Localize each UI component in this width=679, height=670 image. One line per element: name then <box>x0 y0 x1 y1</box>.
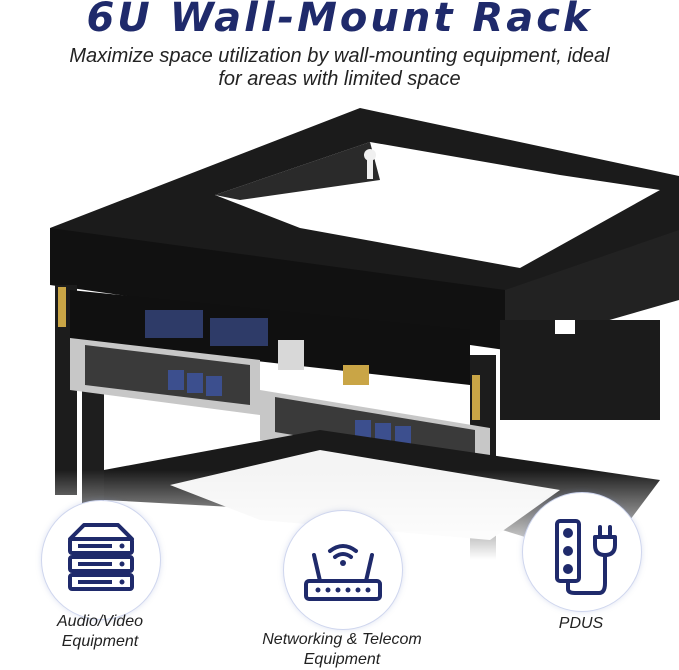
power-strip-icon <box>555 519 617 595</box>
feature-label-audio-video: Audio/Video Equipment <box>57 613 143 650</box>
page-subtitle: Maximize space utilization by wall-mount… <box>20 45 659 91</box>
server-stack-icon <box>68 523 134 591</box>
feature-badge-networking <box>283 510 403 630</box>
feature-badge-audio-video <box>41 500 161 620</box>
wifi-router-icon <box>304 544 382 601</box>
subtitle-line-2: for areas with limited space <box>218 68 461 90</box>
feature-label-networking: Networking & Telecom Equipment <box>262 631 422 668</box>
feature-label-pdus: PDUS <box>558 615 604 632</box>
page-title: 6U Wall-Mount Rack <box>86 0 593 41</box>
subtitle-line-1: Maximize space utilization by wall-mount… <box>69 45 610 67</box>
feature-badge-pdus <box>522 492 642 612</box>
